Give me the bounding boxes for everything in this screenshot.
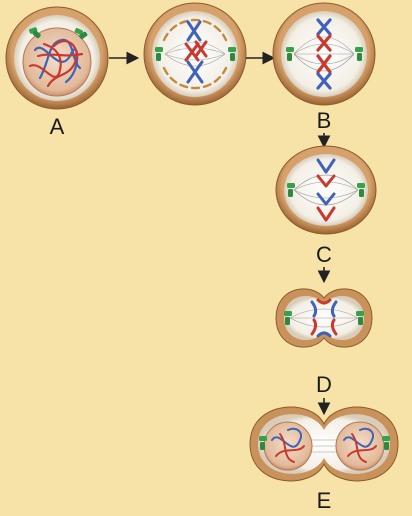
centrosome-icon bbox=[382, 436, 390, 450]
cell-b bbox=[272, 2, 376, 106]
centrosome-icon bbox=[286, 47, 294, 61]
centrosome-icon bbox=[259, 436, 267, 450]
cell-d bbox=[275, 288, 373, 348]
chromosomes bbox=[310, 298, 338, 338]
nuclear-envelope-fragments bbox=[162, 18, 228, 90]
chromosomes bbox=[316, 18, 332, 90]
chromosomes bbox=[316, 158, 336, 222]
stage-label-b: B bbox=[317, 108, 332, 133]
spindle-fibers bbox=[289, 308, 359, 328]
cell-prometaphase bbox=[143, 2, 247, 106]
centrosome-icon bbox=[284, 311, 292, 325]
stage-label-a: A bbox=[50, 114, 65, 139]
centrosome-icon bbox=[287, 183, 295, 197]
cell-e bbox=[249, 406, 399, 482]
cell-a bbox=[5, 6, 109, 110]
cell-c bbox=[275, 145, 377, 235]
centrosome-icon bbox=[357, 183, 365, 197]
centrosome-icon bbox=[74, 27, 88, 40]
stage-label-e: E bbox=[317, 488, 332, 513]
stage-label-d: D bbox=[316, 372, 332, 397]
chromosomes bbox=[184, 20, 208, 84]
centrosome-icon bbox=[228, 47, 236, 61]
chromatin-tangle bbox=[271, 427, 377, 463]
centrosome-icon bbox=[356, 311, 364, 325]
centrosome-icon bbox=[355, 47, 363, 61]
stage-label-c: C bbox=[316, 242, 332, 267]
chromatin-tangle bbox=[28, 38, 84, 88]
centrosome-icon bbox=[28, 27, 41, 39]
centrosome-icon bbox=[155, 47, 163, 61]
